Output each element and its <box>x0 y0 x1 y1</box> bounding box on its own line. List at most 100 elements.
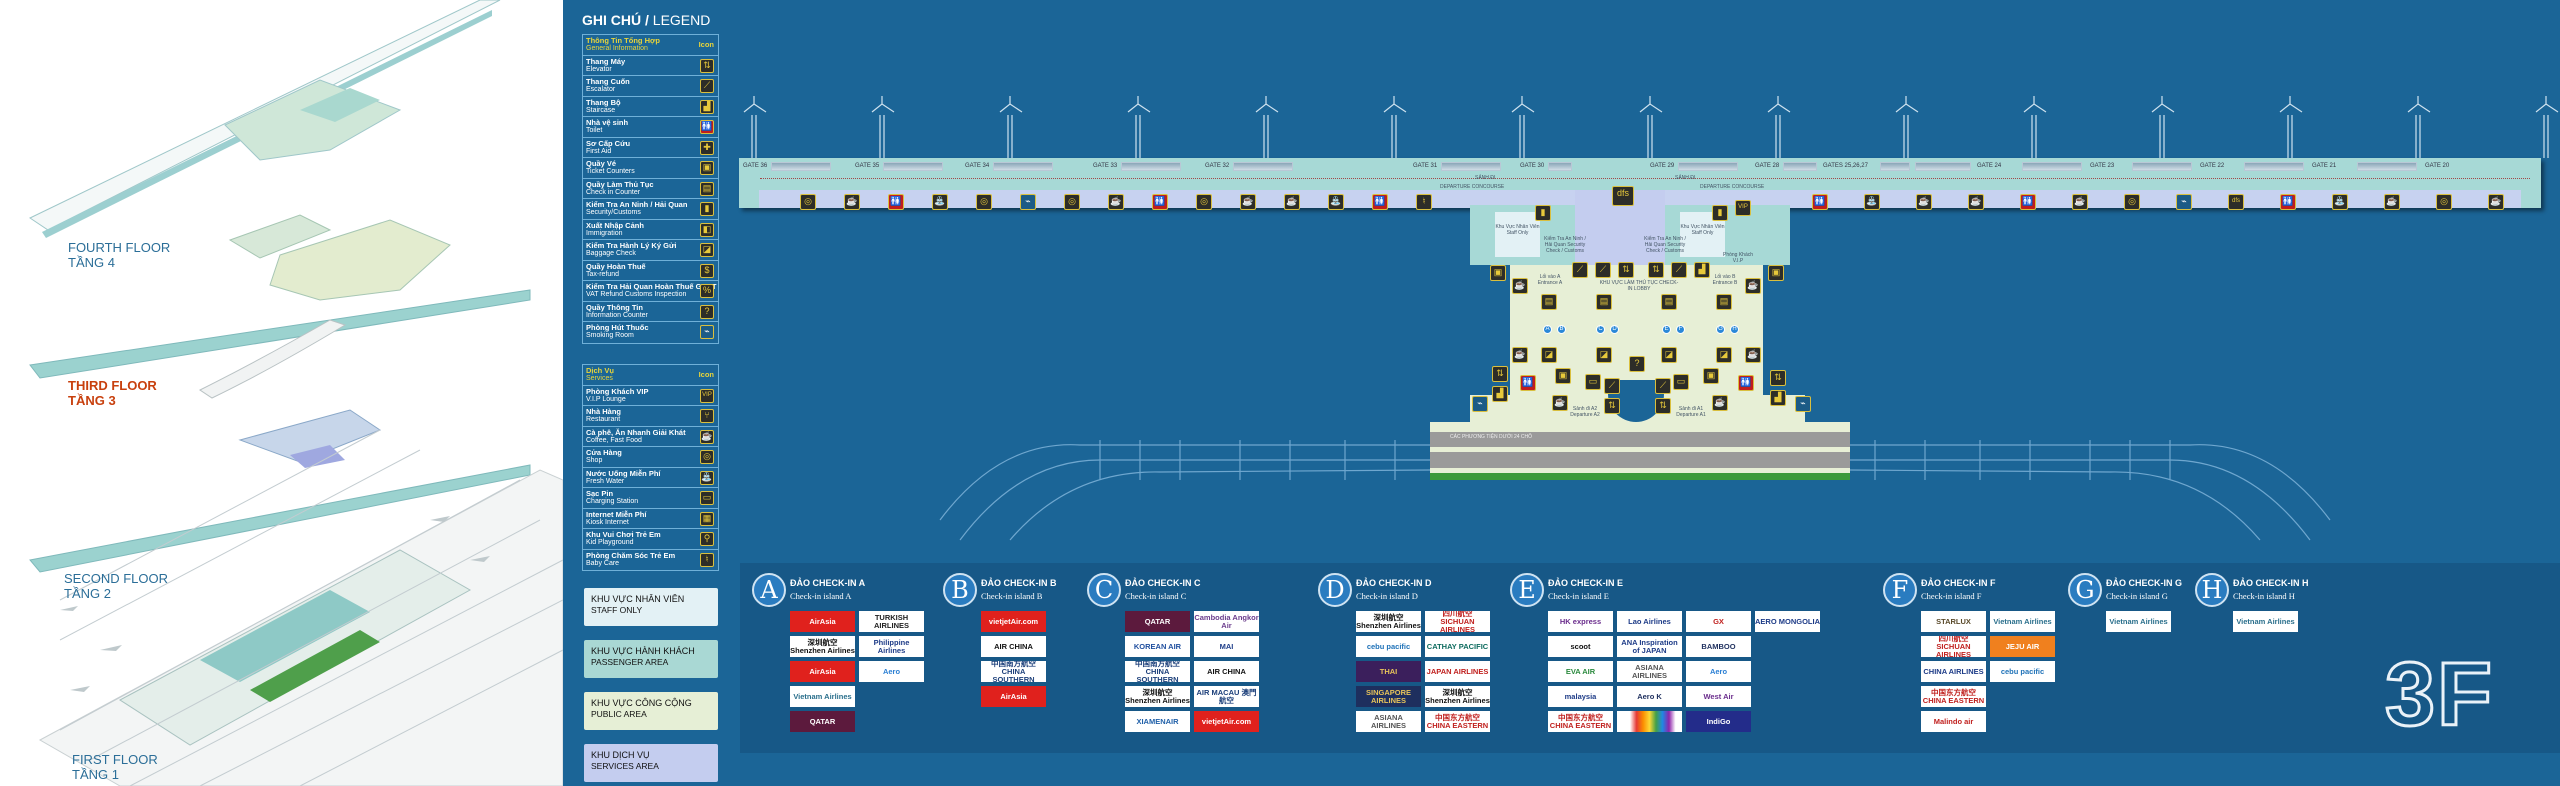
escalator-icon[interactable]: ⟋ <box>1655 378 1671 394</box>
gate-label[interactable]: GATE 33 <box>1093 163 1118 169</box>
elevator-icon[interactable]: ⇅ <box>1618 262 1634 278</box>
escalator-icon[interactable]: ⟋ <box>1604 378 1620 394</box>
escalator-icon[interactable]: ⟋ <box>1671 262 1687 278</box>
gate-label[interactable]: GATES 25,26,27 <box>1823 163 1868 169</box>
coffee-icon[interactable]: ☕ <box>1512 347 1528 363</box>
water-icon[interactable]: ⛲ <box>1328 194 1344 210</box>
coffee-icon[interactable]: ☕ <box>1108 194 1124 210</box>
toilet-icon[interactable]: 🚻 <box>888 194 904 210</box>
gate-label[interactable]: GATE 22 <box>2200 163 2225 169</box>
island-marker-f[interactable]: F <box>1676 325 1685 334</box>
shop-icon[interactable]: ◎ <box>976 194 992 210</box>
water-icon[interactable]: ⛲ <box>1864 194 1880 210</box>
ticket-icon[interactable]: ▣ <box>1555 368 1571 384</box>
baggage-icon[interactable]: ◪ <box>1541 347 1557 363</box>
elevator-icon[interactable]: ⇅ <box>1648 262 1664 278</box>
elevator-icon[interactable]: ⇅ <box>1604 398 1620 414</box>
coffee-icon[interactable]: ☕ <box>1968 194 1984 210</box>
ticket-icon[interactable]: ▣ <box>1490 265 1506 281</box>
island-marker-d[interactable]: D <box>1610 325 1619 334</box>
toilet-icon[interactable]: 🚻 <box>1738 375 1754 391</box>
coffee-icon[interactable]: ☕ <box>1712 395 1728 411</box>
escalator-icon[interactable]: ⟋ <box>1595 262 1611 278</box>
gate-label[interactable]: GATE 20 <box>2425 163 2450 169</box>
check-in-icon[interactable]: ▤ <box>1716 294 1732 310</box>
water-icon[interactable]: ⛲ <box>932 194 948 210</box>
shop-icon[interactable]: ◎ <box>1064 194 1080 210</box>
charging-icon[interactable]: ▭ <box>1673 374 1689 390</box>
shop-icon[interactable]: ◎ <box>1196 194 1212 210</box>
toilet-icon[interactable]: 🚻 <box>2020 194 2036 210</box>
island-marker-b[interactable]: B <box>1557 325 1566 334</box>
floor-label-third[interactable]: THIRD FLOOR TẦNG 3 <box>68 378 157 408</box>
smoking-icon[interactable]: ⌁ <box>1020 194 1036 210</box>
dfs-icon[interactable]: dfs <box>1612 186 1634 206</box>
elevator-icon[interactable]: ⇅ <box>1492 366 1508 382</box>
charging-icon[interactable]: ▭ <box>1585 374 1601 390</box>
island-marker-g[interactable]: G <box>1716 325 1725 334</box>
gate-label[interactable]: GATE 36 <box>743 163 768 169</box>
dfs-icon[interactable]: dfs <box>2228 194 2244 210</box>
toilet-icon[interactable]: 🚻 <box>1152 194 1168 210</box>
smoking-icon[interactable]: ⌁ <box>2176 194 2192 210</box>
island-marker-a[interactable]: A <box>1543 325 1552 334</box>
check-in-icon[interactable]: ▤ <box>1596 294 1612 310</box>
elevator-icon[interactable]: ⇅ <box>1770 370 1786 386</box>
coffee-icon[interactable]: ☕ <box>1512 278 1528 294</box>
floor-label-fourth[interactable]: FOURTH FLOOR TẦNG 4 <box>68 240 170 270</box>
coffee-icon[interactable]: ☕ <box>1745 278 1761 294</box>
island-marker-c[interactable]: C <box>1596 325 1605 334</box>
gate-label[interactable]: GATE 23 <box>2090 163 2115 169</box>
staircase-icon[interactable]: ▟ <box>1694 262 1710 278</box>
coffee-icon[interactable]: ☕ <box>844 194 860 210</box>
floor-label-first[interactable]: FIRST FLOOR TẦNG 1 <box>72 752 158 782</box>
check-in-icon[interactable]: ▤ <box>1661 294 1677 310</box>
vip-icon[interactable]: VIP <box>1735 200 1751 216</box>
security-icon[interactable]: ▮ <box>1535 205 1551 221</box>
toilet-icon[interactable]: 🚻 <box>1812 194 1828 210</box>
elevator-icon[interactable]: ⇅ <box>1655 398 1671 414</box>
coffee-icon[interactable]: ☕ <box>1284 194 1300 210</box>
ticket-icon[interactable]: ▣ <box>1768 265 1784 281</box>
information-counter-icon[interactable]: ? <box>1629 356 1645 372</box>
coffee-icon[interactable]: ☕ <box>1745 347 1761 363</box>
gate-label[interactable]: GATE 35 <box>855 163 880 169</box>
shop-icon[interactable]: ◎ <box>2436 194 2452 210</box>
island-marker-e[interactable]: E <box>1662 325 1671 334</box>
toilet-icon[interactable]: 🚻 <box>2280 194 2296 210</box>
gate-label[interactable]: GATE 28 <box>1755 163 1780 169</box>
staircase-icon[interactable]: ▟ <box>1492 386 1508 402</box>
baby-care-icon[interactable]: ♮ <box>1416 194 1432 210</box>
coffee-icon[interactable]: ☕ <box>2384 194 2400 210</box>
gate-label[interactable]: GATE 34 <box>965 163 990 169</box>
gate-label[interactable]: GATE 24 <box>1977 163 2002 169</box>
coffee-icon[interactable]: ☕ <box>1240 194 1256 210</box>
baggage-icon[interactable]: ◪ <box>1716 347 1732 363</box>
baggage-icon[interactable]: ◪ <box>1596 347 1612 363</box>
gate-label[interactable]: GATE 31 <box>1413 163 1438 169</box>
gate-label[interactable]: GATE 29 <box>1650 163 1675 169</box>
floor-label-second[interactable]: SECOND FLOOR TẦNG 2 <box>64 571 168 601</box>
shop-icon[interactable]: ◎ <box>800 194 816 210</box>
escalator-icon[interactable]: ⟋ <box>1572 262 1588 278</box>
water-icon[interactable]: ⛲ <box>2332 194 2348 210</box>
gate-label[interactable]: GATE 32 <box>1205 163 1230 169</box>
ticket-icon[interactable]: ▣ <box>1703 368 1719 384</box>
island-marker-h[interactable]: H <box>1730 325 1739 334</box>
security-icon[interactable]: ▮ <box>1712 205 1728 221</box>
smoking-icon[interactable]: ⌁ <box>1472 396 1488 412</box>
baggage-icon[interactable]: ◪ <box>1661 347 1677 363</box>
toilet-icon[interactable]: 🚻 <box>1520 375 1536 391</box>
gate-label[interactable]: GATE 21 <box>2312 163 2337 169</box>
coffee-icon[interactable]: ☕ <box>1916 194 1932 210</box>
coffee-icon[interactable]: ☕ <box>2072 194 2088 210</box>
gate-label[interactable]: GATE 30 <box>1520 163 1545 169</box>
shop-icon[interactable]: ◎ <box>2124 194 2140 210</box>
toilet-icon[interactable]: 🚻 <box>1372 194 1388 210</box>
coffee-icon[interactable]: ☕ <box>1552 395 1568 411</box>
staircase-icon[interactable]: ▟ <box>1770 390 1786 406</box>
smoking-icon[interactable]: ⌁ <box>1795 396 1811 412</box>
coffee-icon[interactable]: ☕ <box>2488 194 2504 210</box>
check-in-icon[interactable]: ▤ <box>1541 294 1557 310</box>
